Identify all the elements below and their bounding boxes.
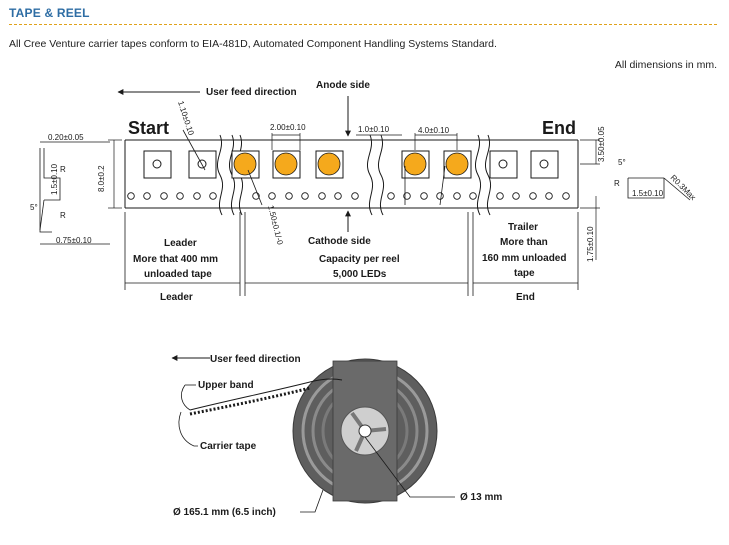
leader-bottom-label: Leader xyxy=(160,292,193,303)
section-title: TAPE & REEL xyxy=(9,6,90,20)
tape-end-label: End xyxy=(542,118,576,138)
leader-line3: unloaded tape xyxy=(144,269,212,280)
dim-1-0: 1.0±0.10 xyxy=(358,125,390,134)
capacity-line1: Capacity per reel xyxy=(319,254,400,265)
dim-0-20: 0.20±0.05 xyxy=(48,133,84,142)
dim-1-5-right: 1.5±0.10 xyxy=(632,189,664,198)
trailer-title: Trailer xyxy=(508,222,538,233)
dim-1-75: 1.75±0.10 xyxy=(586,226,595,262)
dim-0-75: 0.75±0.10 xyxy=(56,236,92,245)
upper-band-tape xyxy=(189,378,343,411)
trailer-line2: More than xyxy=(500,237,548,248)
pocket-leader-lines xyxy=(182,129,446,206)
feed-direction-label: User feed direction xyxy=(206,87,297,98)
outer-diameter-label: Ø 165.1 mm (6.5 inch) xyxy=(173,507,276,518)
dim-5deg-right: 5° xyxy=(618,158,626,167)
dim-r-left2: R xyxy=(60,211,66,220)
empty-pockets xyxy=(143,150,559,179)
trailer-line4: tape xyxy=(514,268,535,279)
hub-diameter-label: Ø 13 mm xyxy=(460,492,502,503)
dim-3-50: 3.50±0.05 xyxy=(597,126,606,162)
led-components xyxy=(233,152,469,176)
section-divider xyxy=(9,24,717,25)
anode-side-label: Anode side xyxy=(316,80,370,91)
dim-2-00: 2.00±0.10 xyxy=(270,123,306,132)
section-brackets xyxy=(124,212,579,296)
leader-title: Leader xyxy=(164,238,197,249)
intro-text: All Cree Venture carrier tapes conform t… xyxy=(9,38,497,50)
tape-start-label: Start xyxy=(128,118,169,138)
dim-r03: R0.3Max xyxy=(669,173,698,202)
dim-r-right: R xyxy=(614,179,620,188)
end-bottom-label: End xyxy=(516,292,535,303)
sprocket-holes xyxy=(127,192,570,200)
cathode-side-label: Cathode side xyxy=(308,236,371,247)
carrier-tape-line xyxy=(189,386,311,416)
dim-1-50: 1.50±0.1/-0 xyxy=(266,204,285,246)
tape-cross-section-left xyxy=(39,148,61,233)
dim-r-left: R xyxy=(60,165,66,174)
capacity-line2: 5,000 LEDs xyxy=(333,269,387,280)
units-note: All dimensions in mm. xyxy=(614,59,717,71)
reel-feed-label: User feed direction xyxy=(210,354,301,365)
reel-hub xyxy=(340,406,390,456)
dim-5deg-left: 5° xyxy=(30,203,38,212)
leader-line2: More that 400 mm xyxy=(133,254,218,265)
dim-1-10: 1.10±0.10 xyxy=(176,100,196,137)
dim-8-0: 8.0±0.2 xyxy=(97,165,106,192)
trailer-line3: 160 mm unloaded xyxy=(482,253,566,264)
carrier-tape-strip xyxy=(124,139,579,209)
tape-cross-section-right xyxy=(627,177,691,201)
dim-1-5-left: 1.5±0.10 xyxy=(50,163,59,195)
tape-break-lines xyxy=(216,134,492,216)
carrier-tape-label: Carrier tape xyxy=(200,441,257,452)
upper-band-label: Upper band xyxy=(198,380,254,391)
pocket-holes xyxy=(152,159,549,169)
loaded-pockets xyxy=(231,150,472,179)
dim-4-0: 4.0±0.10 xyxy=(418,126,450,135)
